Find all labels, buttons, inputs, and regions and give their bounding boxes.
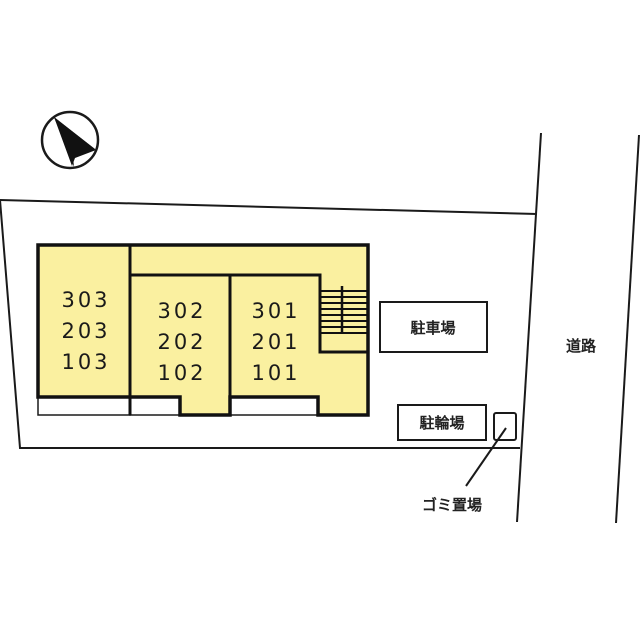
garbage-area: ゴミ置場 — [422, 412, 517, 514]
unit-label: 202 — [157, 330, 206, 354]
unit-label: 102 — [157, 361, 206, 385]
parking-area: 駐車場 — [379, 301, 488, 353]
unit-label: 203 — [61, 319, 110, 343]
unit-label: 201 — [251, 330, 300, 354]
road-label: 道路 — [566, 337, 597, 355]
unit-label: 302 — [157, 299, 206, 323]
bicycle-parking-area: 駐輪場 — [397, 404, 487, 441]
north-arrow-icon — [40, 110, 100, 170]
unit-label: 103 — [61, 350, 110, 374]
unit-label: 301 — [251, 299, 300, 323]
parking-label: 駐車場 — [410, 319, 455, 337]
unit-label: 303 — [61, 288, 110, 312]
site-boundary — [0, 199, 538, 449]
unit-label: 101 — [251, 361, 300, 385]
road — [516, 132, 640, 524]
stairs-icon — [320, 286, 368, 334]
bicycle-parking-label: 駐輪場 — [419, 414, 464, 432]
garbage-label: ゴミ置場 — [422, 496, 482, 514]
apartment-building: 303 203 103 302 202 102 301 201 101 — [36, 243, 370, 417]
unit-column-right: 301 201 101 — [251, 299, 300, 385]
unit-column-left: 303 203 103 — [61, 288, 110, 374]
unit-column-middle: 302 202 102 — [157, 299, 206, 385]
